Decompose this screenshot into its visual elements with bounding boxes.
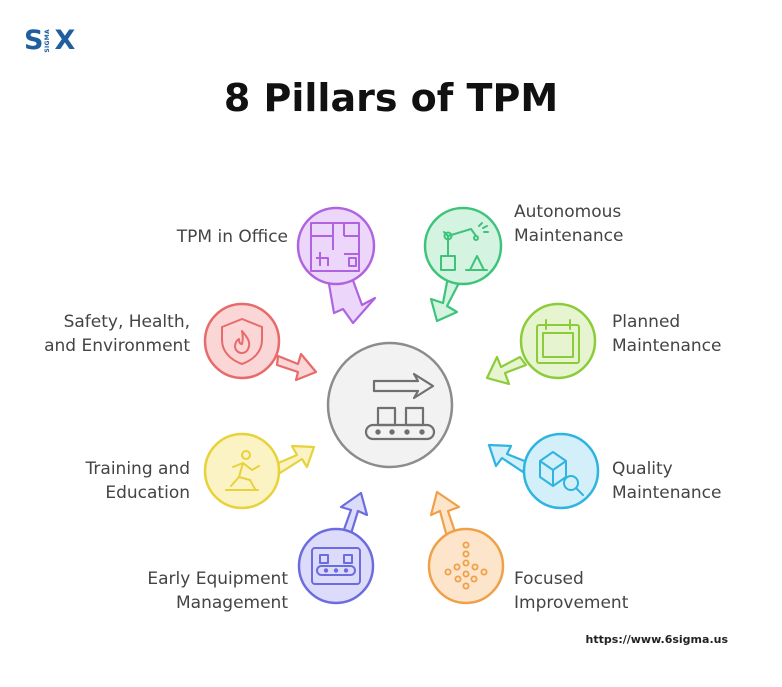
calendar-icon — [536, 319, 580, 364]
pillar-label-safety-health-environment: Safety, Health, and Environment — [44, 310, 190, 358]
person-learning-icon — [225, 450, 260, 491]
label-line: TPM in Office — [176, 227, 288, 247]
arrow-to-hub — [487, 443, 529, 474]
center-hub — [326, 341, 454, 469]
label-line: Safety, Health, — [63, 312, 190, 332]
arrow-to-hub — [429, 275, 462, 323]
shield-flame-icon — [221, 318, 263, 365]
label-line: and Environment — [44, 336, 190, 356]
pillar-label-early-equipment-management: Early Equipment Management — [147, 567, 288, 615]
dots-arrow-icon — [444, 541, 488, 590]
logo-letter-x: X — [54, 25, 75, 56]
pillar-label-autonomous-maintenance: Autonomous Maintenance — [514, 200, 623, 248]
pillar-node-planned-maintenance — [485, 302, 597, 386]
arrow-to-hub — [274, 444, 316, 475]
pillar-node-quality-maintenance — [487, 432, 600, 510]
page-title: 8 Pillars of TPM — [223, 76, 559, 120]
label-line: Management — [176, 593, 288, 613]
arrow-to-hub — [327, 273, 377, 325]
pillar-label-quality-maintenance: Quality Maintenance — [612, 457, 721, 505]
label-line: Planned — [612, 312, 681, 332]
pillar-node-training-and-education — [203, 432, 316, 510]
label-line: Focused — [514, 569, 584, 589]
pillar-label-focused-improvement: Focused Improvement — [514, 567, 628, 615]
arrow-to-hub — [485, 355, 528, 386]
label-line: Education — [105, 483, 190, 503]
label-line: Early Equipment — [147, 569, 288, 589]
pillar-node-safety-health-environment — [203, 302, 318, 382]
pillar-node-early-equipment-management — [297, 491, 375, 605]
label-line: Autonomous — [514, 202, 622, 222]
arrow-to-hub — [429, 490, 461, 539]
label-line: Maintenance — [612, 336, 722, 356]
conveyor-belt-arrow-icon — [364, 372, 436, 441]
conveyor-icon — [311, 547, 361, 585]
pillar-node-tpm-in-office — [296, 206, 377, 325]
source-url[interactable]: https://www.6sigma.us — [585, 633, 728, 646]
pillar-label-planned-maintenance: Planned Maintenance — [612, 310, 721, 358]
office-floor-plan-icon — [310, 222, 360, 272]
label-line: Improvement — [514, 593, 629, 613]
label-line: Maintenance — [514, 226, 624, 246]
logo-letter-s: S — [24, 25, 43, 56]
pillar-label-training-and-education: Training and Education — [86, 457, 190, 505]
label-line: Maintenance — [612, 483, 722, 503]
pillar-label-tpm-in-office: TPM in Office — [177, 225, 288, 249]
label-line: Quality — [612, 459, 673, 479]
label-line: Training and — [85, 459, 190, 479]
pillar-node-focused-improvement — [427, 490, 505, 605]
arrow-to-hub — [275, 352, 318, 382]
pillar-node-autonomous-maintenance — [423, 206, 503, 323]
box-magnifier-icon — [539, 451, 584, 496]
robot-arm-icon — [440, 222, 489, 271]
